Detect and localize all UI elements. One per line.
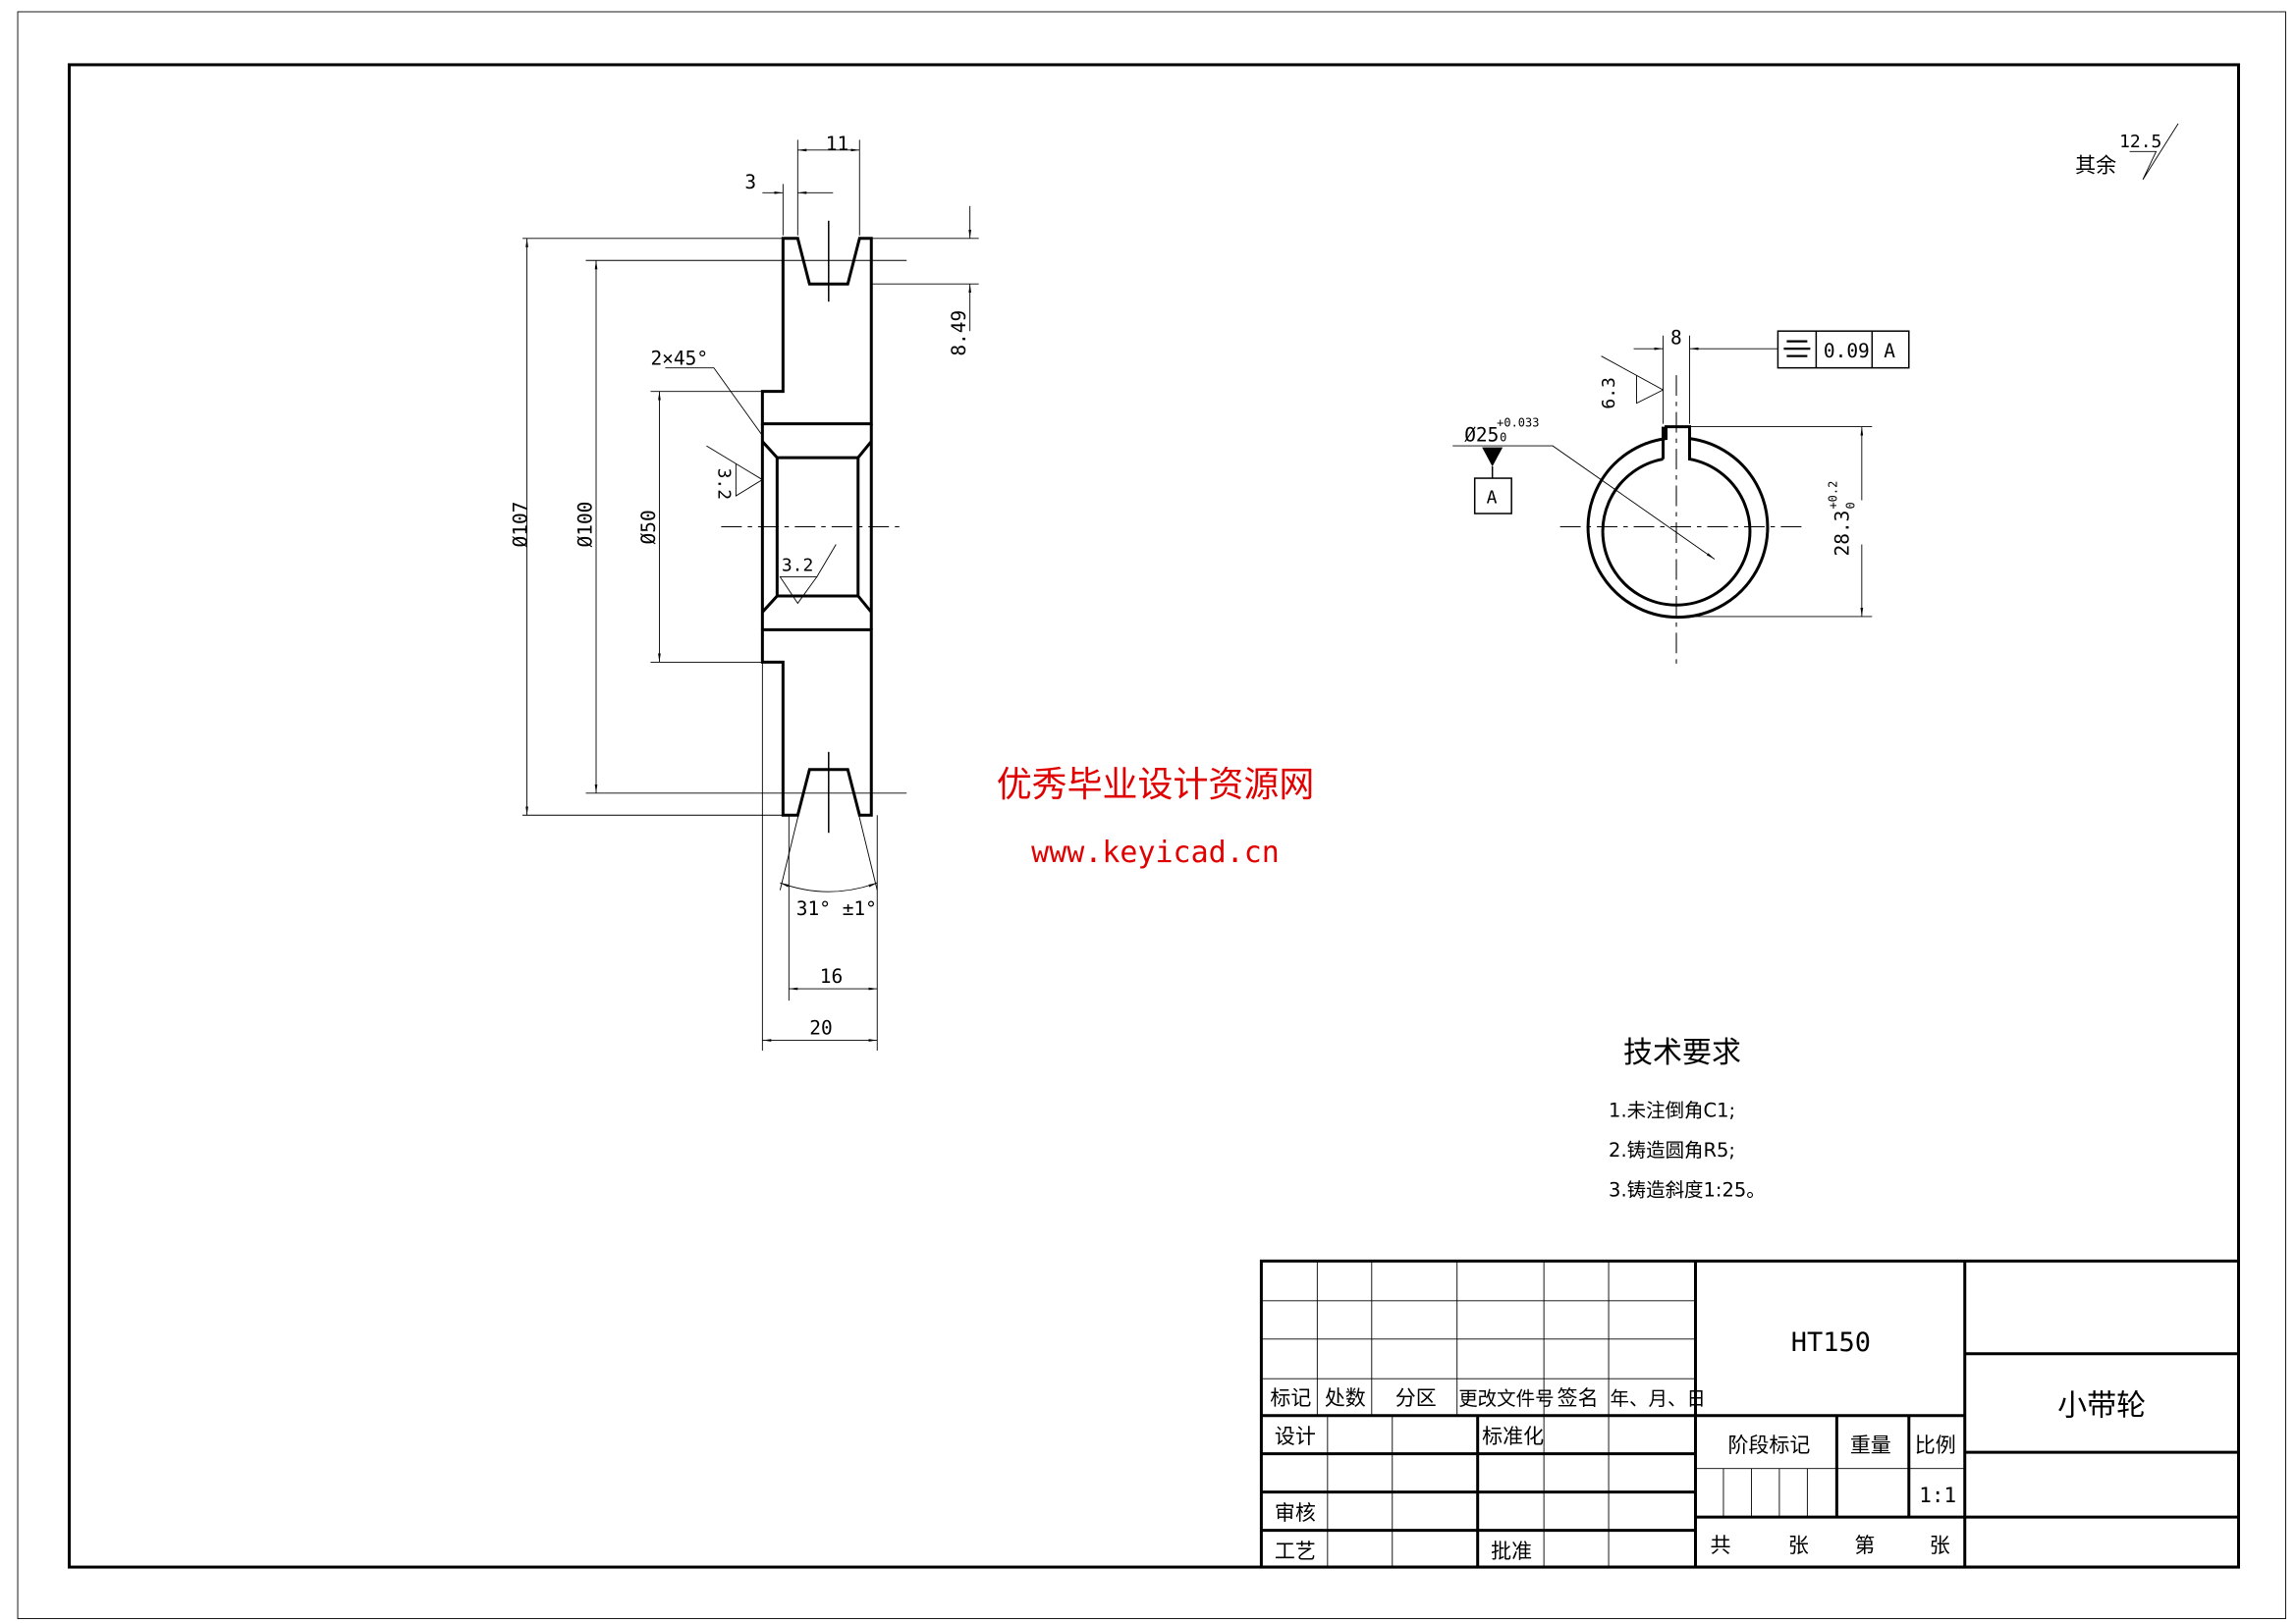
datum-a: A [1487, 488, 1498, 509]
dim-11: 11 [826, 133, 848, 155]
dim-28-3: 28.3 [1831, 511, 1853, 557]
section-view: Ø107 Ø100 Ø50 11 3 8.49 2×45° 3.2 3.2 31… [510, 133, 979, 1052]
outer-border [17, 11, 2286, 1619]
ra-keyway: 6.3 [1599, 377, 1619, 408]
tech-title: 技术要求 [1623, 1036, 1741, 1070]
roughness-other: 其余 12.5 [2075, 123, 2179, 181]
bore-tol-up: +0.033 [1497, 416, 1539, 430]
tb-header-sign: 签名 [1558, 1386, 1599, 1410]
tb-nth: 第 [1854, 1534, 1875, 1557]
bore-tol-low: 0 [1500, 431, 1506, 445]
dim-16: 16 [820, 965, 843, 988]
roughness-other-label: 其余 [2075, 153, 2116, 177]
angle-dim: 31° ±1° [796, 897, 877, 920]
tech-item: 1.未注倒角C1; [1609, 1099, 1735, 1121]
tb-scale-label: 比例 [1915, 1434, 1956, 1457]
tb-header-mark: 标记 [1270, 1386, 1311, 1410]
end-view: 28.3 +0.2 0 8 0.09 A 6.3 Ø25 +0.033 0 A [1452, 327, 1910, 666]
tb-total: 共 [1710, 1534, 1730, 1557]
tb-standard: 标准化 [1482, 1425, 1544, 1448]
dim-3: 3 [744, 171, 756, 193]
tb-weight: 重量 [1850, 1434, 1891, 1457]
tb-header-doc: 更改文件号 [1458, 1387, 1554, 1410]
tb-material: HT150 [1791, 1327, 1871, 1358]
dim-d107: Ø107 [510, 502, 532, 548]
symmetry-icon [1783, 340, 1811, 357]
tb-review: 审核 [1275, 1501, 1316, 1525]
tech-item: 2.铸造圆角R5; [1609, 1139, 1735, 1162]
tb-process: 工艺 [1275, 1540, 1316, 1563]
dim-d100: Ø100 [574, 502, 597, 548]
key-tol-up: +0.2 [1826, 481, 1839, 510]
tb-approve: 批准 [1491, 1540, 1532, 1563]
tolerance-datum: A [1884, 340, 1895, 362]
tech-requirements: 技术要求 1.未注倒角C1; 2.铸造圆角R5; 3.铸造斜度1:25。 [1609, 1036, 1766, 1201]
tolerance-value: 0.09 [1824, 340, 1870, 362]
watermark-title: 优秀毕业设计资源网 [997, 765, 1315, 805]
inner-frame [67, 63, 2240, 1569]
ra-bore: 3.2 [713, 468, 734, 500]
title-block: 标记 处数 分区 更改文件号 签名 年、月、日 设计 标准化 审核 工艺 批准 … [1259, 1259, 2240, 1569]
watermark-url: www.keyicad.cn [1031, 836, 1280, 870]
tolerance-frame: 0.09 A [1777, 330, 1910, 369]
tb-header-zone: 分区 [1395, 1386, 1437, 1410]
key-tol-low: 0 [1843, 502, 1857, 509]
chamfer-note: 2×45° [650, 348, 708, 370]
dim-8-49: 8.49 [948, 310, 970, 356]
tb-sheets: 张 [1788, 1534, 1809, 1557]
roughness-other-value: 12.5 [2119, 132, 2161, 152]
tb-design: 设计 [1275, 1425, 1316, 1448]
dim-20: 20 [809, 1017, 832, 1040]
roughness-symbol [706, 445, 764, 497]
tb-header-count: 处数 [1325, 1386, 1366, 1410]
tb-part-name: 小带轮 [2057, 1389, 2146, 1424]
dim-8: 8 [1670, 327, 1682, 350]
tb-header-date: 年、月、日 [1611, 1387, 1706, 1410]
dim-d50: Ø50 [637, 510, 660, 544]
bore-dim: Ø25 [1464, 424, 1499, 447]
tb-stage: 阶段标记 [1727, 1434, 1810, 1457]
tech-item: 3.铸造斜度1:25。 [1609, 1178, 1766, 1201]
tb-scale: 1:1 [1919, 1484, 1956, 1507]
ra-bore-2: 3.2 [782, 555, 813, 575]
tb-sheet: 张 [1930, 1534, 1950, 1557]
